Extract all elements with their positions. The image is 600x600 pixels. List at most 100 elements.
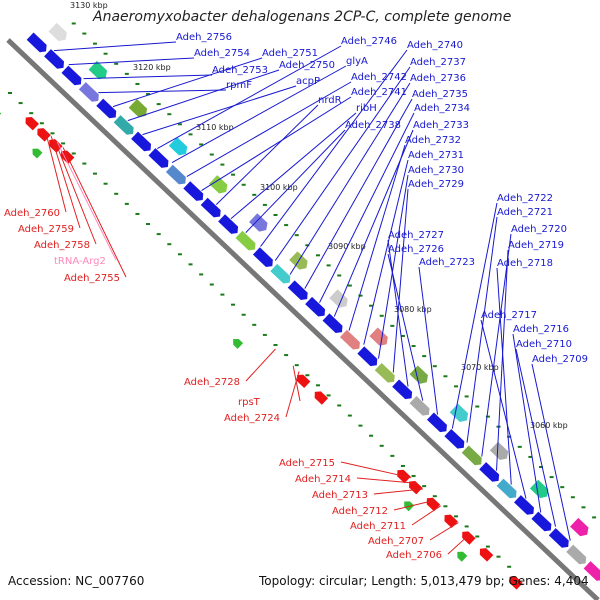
reverse-leader-line <box>373 488 424 495</box>
cds-arrow <box>208 175 228 194</box>
gc-track-dash <box>507 565 512 568</box>
forward-cds-arrow <box>514 495 534 515</box>
gc-track-dash <box>273 344 278 346</box>
cds-arrow <box>566 544 587 565</box>
forward-cds-arrow <box>165 164 186 185</box>
cds-arrow <box>78 82 99 102</box>
forward-leader-line <box>480 319 527 499</box>
gc-track-dash <box>167 113 172 116</box>
cds-arrow <box>479 548 494 562</box>
cds-arrow <box>165 164 186 185</box>
gc-track-dash <box>135 82 140 85</box>
gc-track-dash <box>29 112 34 115</box>
gc-track-dash <box>82 162 87 165</box>
reverse-feature-block <box>0 109 2 120</box>
scale-tick-label: 3070 kbp <box>461 363 499 372</box>
forward-cds-arrow <box>531 511 552 532</box>
gc-track-dash <box>231 173 236 176</box>
cds-arrow <box>339 329 360 350</box>
gc-track-dash <box>539 466 543 468</box>
gc-track-dash <box>358 294 363 297</box>
forward-gene-label: Adeh_2719 <box>508 240 564 251</box>
gc-track-dash <box>496 555 501 558</box>
cds-arrow <box>426 412 447 433</box>
gc-track-dash <box>188 133 193 136</box>
cds-arrow <box>444 429 465 449</box>
forward-feature-block <box>48 22 67 42</box>
forward-leader-line <box>68 57 195 66</box>
gc-track-dash <box>411 345 416 348</box>
forward-cds-arrow <box>357 346 378 367</box>
gc-track-dash <box>581 506 586 509</box>
cds-arrow <box>249 213 268 232</box>
gc-track-dash <box>92 172 97 175</box>
forward-cds-arrow <box>148 148 169 168</box>
forward-cds-arrow <box>113 115 134 135</box>
cds-arrow <box>374 362 395 383</box>
gc-track-dash <box>241 313 246 316</box>
cds-arrow <box>183 181 204 201</box>
forward-leader-line <box>515 348 557 527</box>
gc-track-dash <box>454 385 459 388</box>
forward-cds-arrow <box>61 65 82 86</box>
forward-cds-arrow <box>322 313 343 334</box>
forward-cds-arrow <box>566 544 587 565</box>
cds-arrow <box>397 469 411 484</box>
cds-arrow <box>96 98 117 119</box>
gc-track-dash <box>61 142 66 145</box>
gc-track-dash <box>315 254 320 257</box>
forward-gene-label: Adeh_2716 <box>513 324 569 335</box>
cds-arrow <box>462 531 476 545</box>
cds-arrow <box>426 497 441 512</box>
forward-leader-line <box>319 112 415 303</box>
forward-cds-arrow <box>44 49 65 69</box>
cds-arrow <box>357 346 378 367</box>
reverse-leader-line <box>245 348 276 382</box>
gc-track-dash <box>358 424 363 427</box>
gc-track-dash <box>71 152 76 155</box>
gc-track-dash <box>135 212 140 215</box>
forward-leader-line <box>112 57 263 108</box>
forward-feature-block <box>529 479 549 499</box>
gc-track-dash <box>92 42 97 45</box>
gc-track-dash <box>71 22 76 25</box>
cds-arrow <box>113 115 134 135</box>
gc-track-dash <box>560 486 565 489</box>
gc-track-dash <box>507 435 512 438</box>
gc-track-dash <box>528 455 533 458</box>
gc-track-dash <box>337 404 342 407</box>
forward-gene-label: Adeh_2733 <box>413 120 469 131</box>
reverse-leader-line <box>50 136 81 229</box>
forward-gene-label: Adeh_2721 <box>497 207 553 218</box>
cds-arrow <box>200 197 221 218</box>
forward-leader-line <box>83 74 213 80</box>
forward-cds-arrow <box>235 230 256 251</box>
forward-gene-label: Adeh_2731 <box>408 150 464 161</box>
forward-leader-line <box>260 49 408 247</box>
cds-arrow <box>409 395 430 416</box>
reverse-leader-line <box>53 138 97 245</box>
gc-track-dash <box>177 253 182 256</box>
gc-track-dash <box>390 454 395 457</box>
forward-leader-line <box>127 69 280 122</box>
forward-leader-line <box>466 216 498 443</box>
gc-track-dash <box>337 274 342 277</box>
reverse-leader-line <box>285 371 300 418</box>
forward-cds-arrow <box>183 181 204 201</box>
cds-arrow <box>457 551 468 562</box>
forward-gene-label: rpmF <box>226 80 252 91</box>
forward-gene-label: Adeh_2753 <box>212 65 268 76</box>
gc-track-dash <box>50 132 55 135</box>
gc-track-dash <box>103 52 108 55</box>
cds-arrow <box>287 280 308 300</box>
forward-cds-arrow <box>479 462 500 482</box>
forward-feature-block <box>128 99 148 118</box>
reverse-leader-line <box>447 533 471 555</box>
gc-track-dash <box>284 354 289 357</box>
forward-cds-arrow <box>426 412 447 433</box>
cds-arrow <box>509 576 523 590</box>
reverse-leader-line <box>44 130 67 213</box>
reverse-gene-label: Adeh_2706 <box>386 550 442 561</box>
gc-track-dash <box>124 72 129 75</box>
